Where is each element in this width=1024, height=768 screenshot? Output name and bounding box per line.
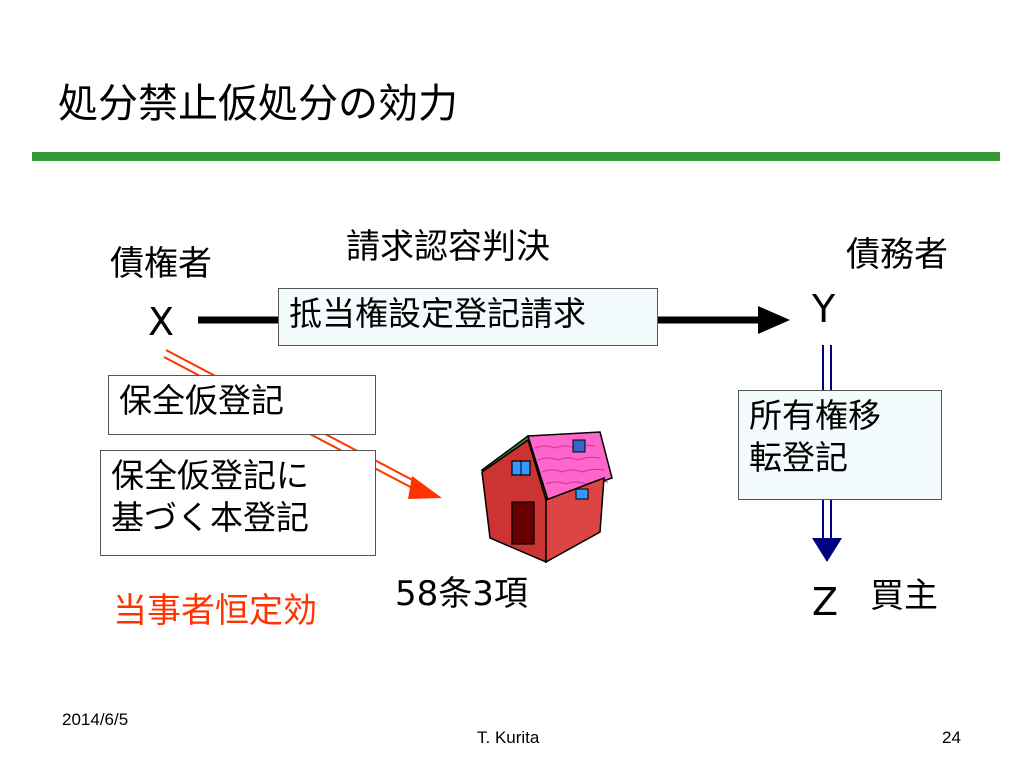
x-to-y-arrowhead <box>758 306 790 334</box>
article-label: 58条3項 <box>395 574 528 614</box>
judgment-label: 請求認容判決 <box>346 227 550 267</box>
main-registration-box: 保全仮登記に 基づく本登記 <box>100 450 376 556</box>
claim-box-text: 抵当権設定登記請求 <box>289 294 586 333</box>
ownership-transfer-line2: 転登記 <box>749 438 848 477</box>
buyer-label: 買主 <box>870 576 938 616</box>
party-x-label: X <box>148 300 175 344</box>
footer-date: 2014/6/5 <box>62 710 129 729</box>
house-icon <box>480 431 613 564</box>
title-divider <box>32 152 1000 161</box>
party-constancy-effect-label: 当事者恒定効 <box>113 591 317 631</box>
x-to-house-arrowhead <box>408 476 442 499</box>
main-registration-line2: 基づく本登記 <box>111 498 309 537</box>
mortgage-registration-claim-box: 抵当権設定登記請求 <box>278 288 658 346</box>
main-registration-line1: 保全仮登記に <box>111 456 309 495</box>
footer-author: T. Kurita <box>477 728 540 747</box>
y-to-z-arrowhead <box>812 538 842 562</box>
ownership-transfer-box: 所有権移 転登記 <box>738 390 942 500</box>
page-title: 処分禁止仮処分の効力 <box>58 81 458 127</box>
party-z-label: Z <box>812 580 839 624</box>
ownership-transfer-line1: 所有権移 <box>749 396 881 435</box>
provisional-box-text: 保全仮登記 <box>119 381 284 420</box>
creditor-label: 債権者 <box>110 244 212 284</box>
debtor-label: 債務者 <box>846 235 948 275</box>
provisional-registration-box: 保全仮登記 <box>108 375 376 435</box>
footer-page-number: 24 <box>942 728 961 747</box>
party-y-label: Y <box>812 287 836 331</box>
